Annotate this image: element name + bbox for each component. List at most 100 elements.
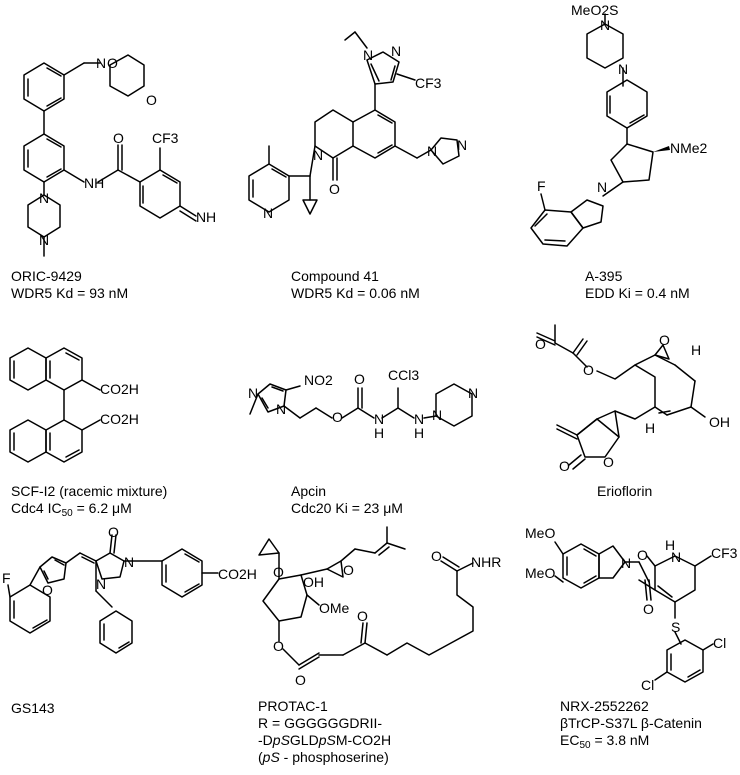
structure-a-395: MeO2S N N NMe2 N F xyxy=(530,2,708,247)
atom-o: O xyxy=(107,55,118,71)
caption-protac-1: PROTAC-1 R = GGGGGGDRII- -DpSGLDpSM-CO2H… xyxy=(258,698,391,766)
caption-oric-9429: ORIC-9429 WDR5 Kd = 93 nM xyxy=(11,268,128,302)
atom-n: N xyxy=(457,137,467,153)
atom-f: F xyxy=(537,178,546,194)
atom-n: N xyxy=(600,17,610,33)
atom-o: O xyxy=(42,582,53,598)
atom-o: O xyxy=(559,458,570,474)
atom-n: N xyxy=(468,385,478,401)
atom-cf3: CF3 xyxy=(415,75,442,91)
atom-o: O xyxy=(113,130,124,146)
atom-h: H xyxy=(645,420,655,436)
structure-nrx-2552262: MeO MeO N O O H N CF3 S Cl Cl xyxy=(525,525,738,693)
atom-o: O xyxy=(431,548,442,564)
atom-o: O xyxy=(535,336,546,352)
caption-a-395: A-395 EDD Ki = 0.4 nM xyxy=(585,268,690,302)
compound-activity: WDR5 Kd = 0.06 nM xyxy=(291,285,420,301)
atom-o: O xyxy=(273,564,284,580)
structure-oric-9429: O N O N N NH O CF3 N H xyxy=(23,54,216,257)
compound-activity: WDR5 Kd = 93 nM xyxy=(11,285,129,301)
atom-o: O xyxy=(603,454,614,470)
atom-n: N xyxy=(96,576,106,592)
atom-s: S xyxy=(671,619,680,635)
atom-o: O xyxy=(659,332,670,348)
atom-o: O xyxy=(332,409,343,425)
compound-note: (pS - phosphoserine) xyxy=(258,749,389,765)
atom-co2h: CO2H xyxy=(218,566,257,582)
atom-n: N xyxy=(39,232,49,248)
atom-h: H xyxy=(374,425,384,441)
atom-n: N xyxy=(414,411,424,427)
compound-activity: Cdc20 Ki = 23 μM xyxy=(291,500,403,516)
structure-scf-i2: CO2H CO2H xyxy=(9,347,139,463)
structure-apcin: NO2 CCl3 N N O O N H N H N N xyxy=(248,367,478,441)
atom-cl: Cl xyxy=(713,635,726,651)
atom-cl: Cl xyxy=(641,677,654,693)
atom-f: F xyxy=(2,570,11,586)
atom-o: O xyxy=(329,181,340,197)
atom-n: N xyxy=(248,385,258,401)
caption-nrx-2552262: NRX-2552262 βTrCP-S37L β-Catenin EC50 = … xyxy=(560,698,702,751)
atom-o: O xyxy=(354,371,365,387)
atom-h: H xyxy=(691,342,701,358)
atom-h: H xyxy=(414,425,424,441)
atom-o: O xyxy=(637,547,648,563)
atom-nhr: NHR xyxy=(471,554,501,570)
compound-target: βTrCP-S37L β-Catenin xyxy=(560,715,702,731)
atom-o: O xyxy=(583,362,594,378)
atom-o: O xyxy=(108,524,119,540)
atom-no2: NO2 xyxy=(304,372,333,388)
atom-nme2: NMe2 xyxy=(670,140,708,156)
atom-n: N xyxy=(621,555,631,571)
compound-name: SCF-I2 (racemic mixture) xyxy=(11,483,168,499)
atom-n: N xyxy=(263,205,273,221)
atom-o: O xyxy=(295,672,306,688)
compound-name: A-395 xyxy=(585,268,623,284)
atom-n: N xyxy=(124,554,134,570)
atom-n: N xyxy=(597,179,607,195)
atom-oh: OH xyxy=(709,414,730,430)
compound-name: Erioflorin xyxy=(597,483,653,499)
caption-compound-41: Compound 41 WDR5 Kd = 0.06 nM xyxy=(291,268,420,302)
compound-name: NRX-2552262 xyxy=(560,698,649,714)
caption-scf-i2: SCF-I2 (racemic mixture) Cdc4 IC50 = 6.2… xyxy=(11,483,168,519)
atom-cf3: CF3 xyxy=(152,130,179,146)
atom-meo: MeO xyxy=(525,525,555,541)
atom-n: N xyxy=(363,47,373,63)
atom-oh: OH xyxy=(303,574,324,590)
compound-name: GS143 xyxy=(11,700,55,716)
atom-co2h: CO2H xyxy=(100,381,139,397)
compound-name: Apcin xyxy=(291,483,327,499)
atom-cf3: CF3 xyxy=(711,545,738,561)
compound-activity: EC50 = 3.8 nM xyxy=(560,732,650,751)
compound-substituent: R = GGGGGGDRII- xyxy=(258,715,383,731)
atom-n: N xyxy=(39,190,49,206)
compound-substituent-cont: -DpSGLDpSM-CO2H xyxy=(258,732,392,748)
atom-n: N xyxy=(96,55,106,71)
compound-activity: EDD Ki = 0.4 nM xyxy=(585,285,690,301)
caption-gs143: GS143 xyxy=(11,700,55,717)
atom-o: O xyxy=(273,638,284,654)
atom-h: H xyxy=(206,209,216,225)
atom-o: O xyxy=(643,601,654,617)
atom-n: N xyxy=(671,549,681,565)
structure-gs143: O O N N CO2H F xyxy=(2,524,257,654)
caption-apcin: Apcin Cdc20 Ki = 23 μM xyxy=(291,483,403,517)
atom-o: O xyxy=(357,608,368,624)
atom-ccl3: CCl3 xyxy=(388,367,419,383)
atom-o: O xyxy=(343,562,354,578)
atom-n: N xyxy=(276,401,286,417)
atom-ome: OMe xyxy=(319,600,350,616)
atom-n: N xyxy=(432,407,442,423)
structure-compound-41: N N CF3 N O N N N xyxy=(248,31,467,221)
atom-n: N xyxy=(391,43,401,59)
compound-name: Compound 41 xyxy=(291,268,379,284)
atom-n: N xyxy=(618,61,628,77)
compound-activity: Cdc4 IC50 = 6.2 μM xyxy=(11,500,132,519)
atom-o: O xyxy=(146,92,157,108)
atom-n: N xyxy=(196,209,206,225)
structure-erioflorin: O O O O O H H OH xyxy=(535,324,730,474)
atom-n: N xyxy=(427,143,437,159)
structure-protac-1: O OH O OMe O O O O NHR xyxy=(258,526,501,688)
